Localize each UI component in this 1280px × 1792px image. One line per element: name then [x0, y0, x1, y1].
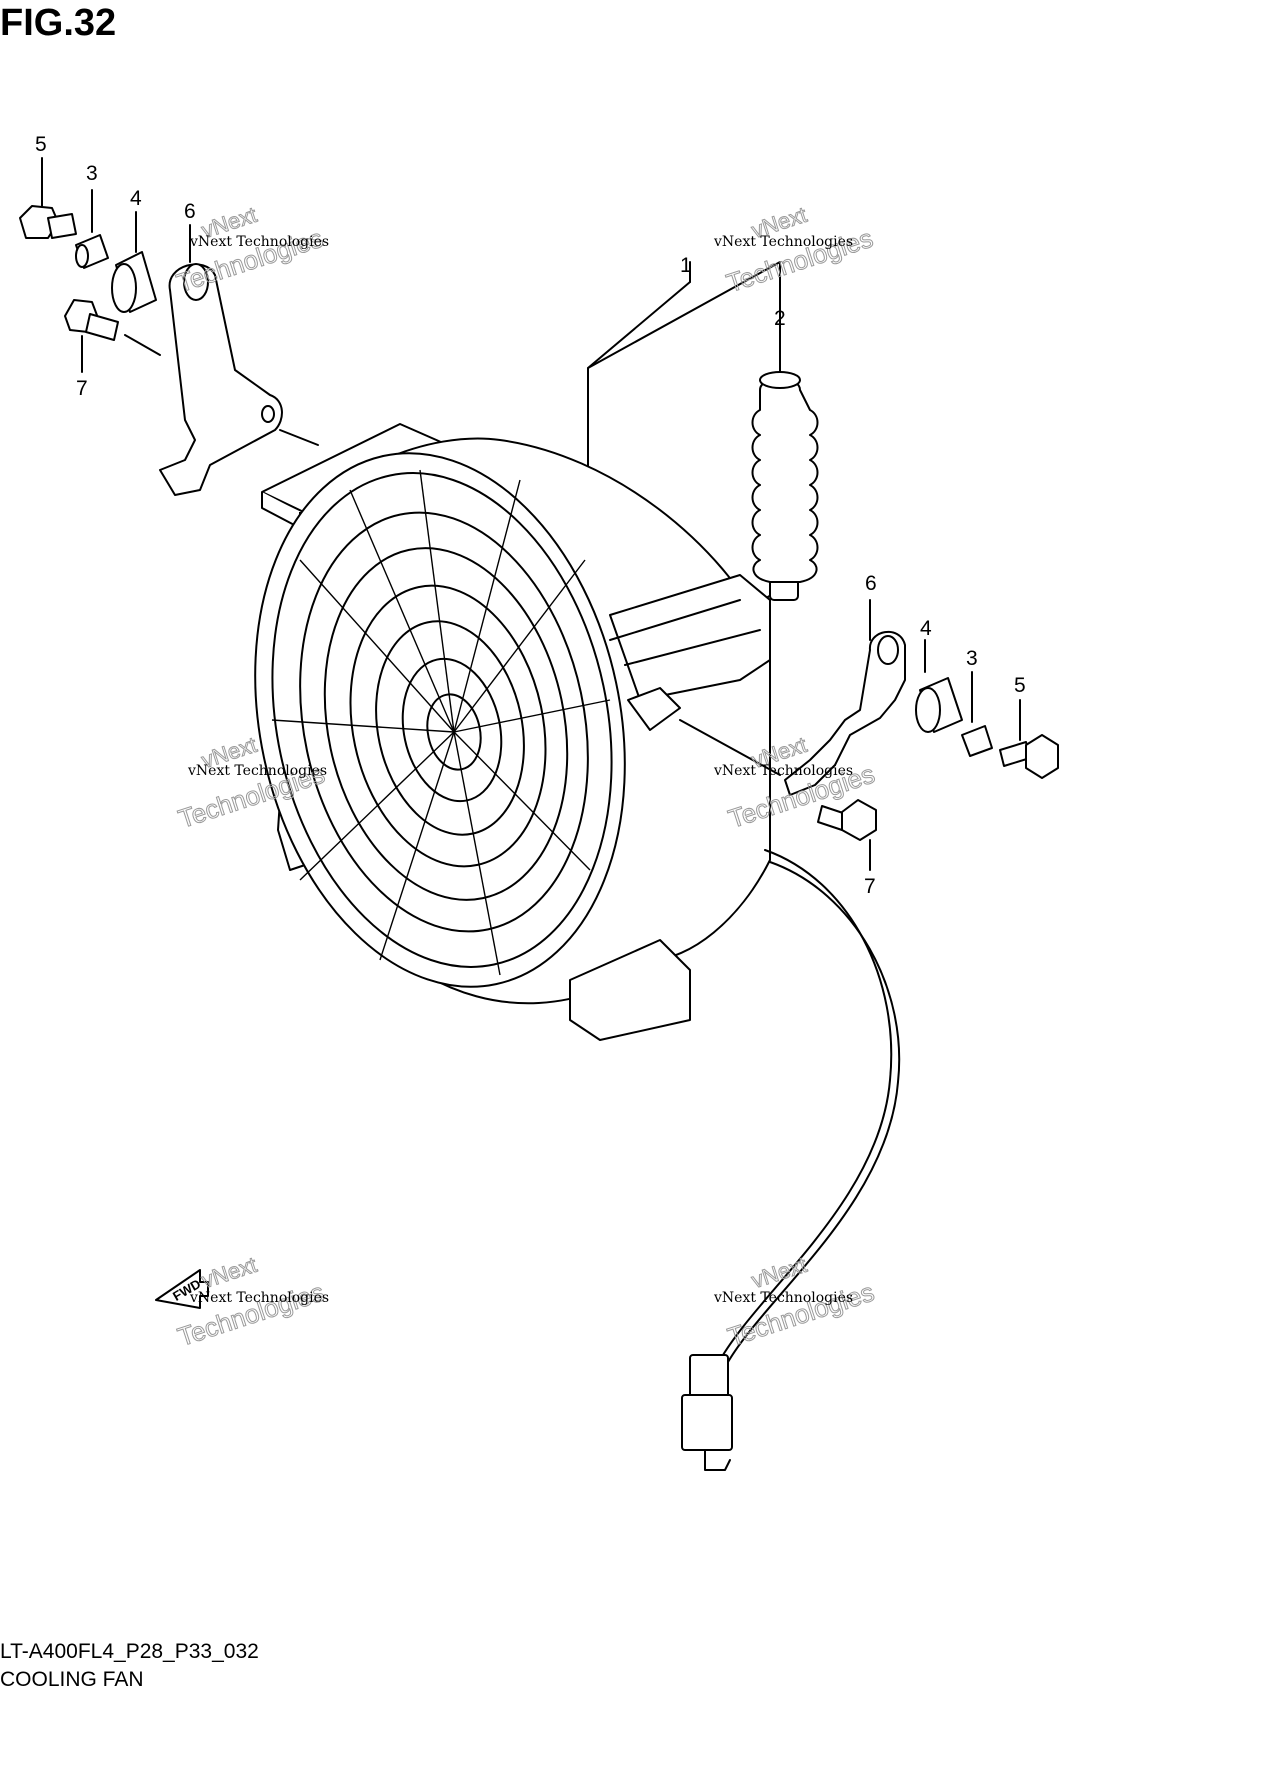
callout-5-left: 5 — [35, 133, 47, 156]
right-collar-3 — [961, 725, 993, 757]
left-cushion-4 — [111, 251, 157, 313]
cooling-fan-housing — [254, 423, 771, 1041]
callout-1: 1 — [680, 254, 692, 277]
callout-5-right: 5 — [1014, 674, 1026, 697]
callout-7-left: 7 — [76, 377, 88, 400]
callout-4-left: 4 — [130, 187, 142, 210]
svg-text:vNext: vNext — [198, 1252, 259, 1293]
left-bolt-5 — [19, 205, 77, 239]
callout-3-left: 3 — [86, 162, 98, 185]
left-bolt-7 — [64, 299, 119, 341]
fwd-direction-arrow: FWD — [155, 1269, 209, 1309]
figure-title: FIG.32 — [0, 2, 117, 44]
callout-7-right: 7 — [864, 875, 876, 898]
callout-6-left: 6 — [184, 200, 196, 223]
watermark-label-mid-right: vNext Technologies — [713, 763, 853, 779]
left-collar-3 — [75, 234, 109, 269]
figure-code: LT-A400FL4_P28_P33_032 — [0, 1640, 259, 1663]
watermark-label-top-left: vNext Technologies — [189, 234, 329, 250]
watermark-label-bottom-right: vNext Technologies — [713, 1290, 853, 1306]
svg-text:vNext: vNext — [748, 1252, 809, 1293]
watermark-label-bottom-left: vNext Technologies — [189, 1290, 329, 1306]
svg-text:Technologies: Technologies — [724, 1277, 878, 1352]
figure-name: COOLING FAN — [0, 1668, 144, 1691]
callout-leader-lines — [41, 157, 1021, 871]
right-bolt-7 — [817, 799, 877, 841]
right-mount-bracket — [679, 630, 906, 796]
rubber-boot-part-2 — [751, 371, 819, 601]
left-mount-bracket — [124, 263, 319, 496]
callout-3-right: 3 — [966, 647, 978, 670]
watermark-label-mid-left: vNext Technologies — [187, 763, 327, 779]
callout-2: 2 — [774, 307, 786, 330]
watermark-label-top-right: vNext Technologies — [713, 234, 853, 250]
callout-6-right: 6 — [865, 572, 877, 595]
callout-4-right: 4 — [920, 617, 932, 640]
right-bolt-5 — [999, 734, 1059, 779]
right-cushion-4 — [915, 677, 963, 733]
fan-wire-harness — [681, 849, 901, 1471]
